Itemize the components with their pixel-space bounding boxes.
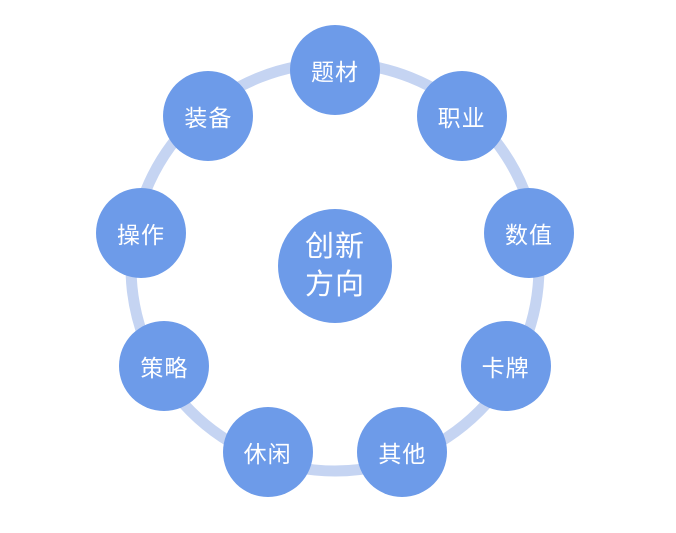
satellite-node-card: 卡牌 <box>460 320 551 411</box>
satellite-node-numeric: 数值 <box>484 187 574 278</box>
node-label: 其他 <box>378 441 427 468</box>
satellite-node-profession: 职业 <box>416 71 507 162</box>
node-label: 操作 <box>117 221 165 248</box>
center-label-line1: 创新 <box>304 231 365 263</box>
node-label: 数值 <box>505 221 553 248</box>
satellite-node-operation: 操作 <box>96 187 186 278</box>
center-label-line2: 方向 <box>304 269 365 301</box>
center-node: 创新 方向 <box>278 209 392 323</box>
satellite-node-strategy: 策略 <box>119 320 210 411</box>
satellite-node-equipment: 装备 <box>163 71 254 162</box>
satellite-node-casual: 休闲 <box>222 407 313 498</box>
node-label: 职业 <box>437 105 486 132</box>
node-label: 卡牌 <box>481 354 530 381</box>
satellite-node-theme: 题材 <box>290 25 380 115</box>
satellite-node-other: 其他 <box>357 407 448 498</box>
node-label: 休闲 <box>243 441 292 468</box>
node-label: 题材 <box>311 59 359 85</box>
node-label: 装备 <box>184 105 233 132</box>
node-label: 策略 <box>140 354 189 381</box>
